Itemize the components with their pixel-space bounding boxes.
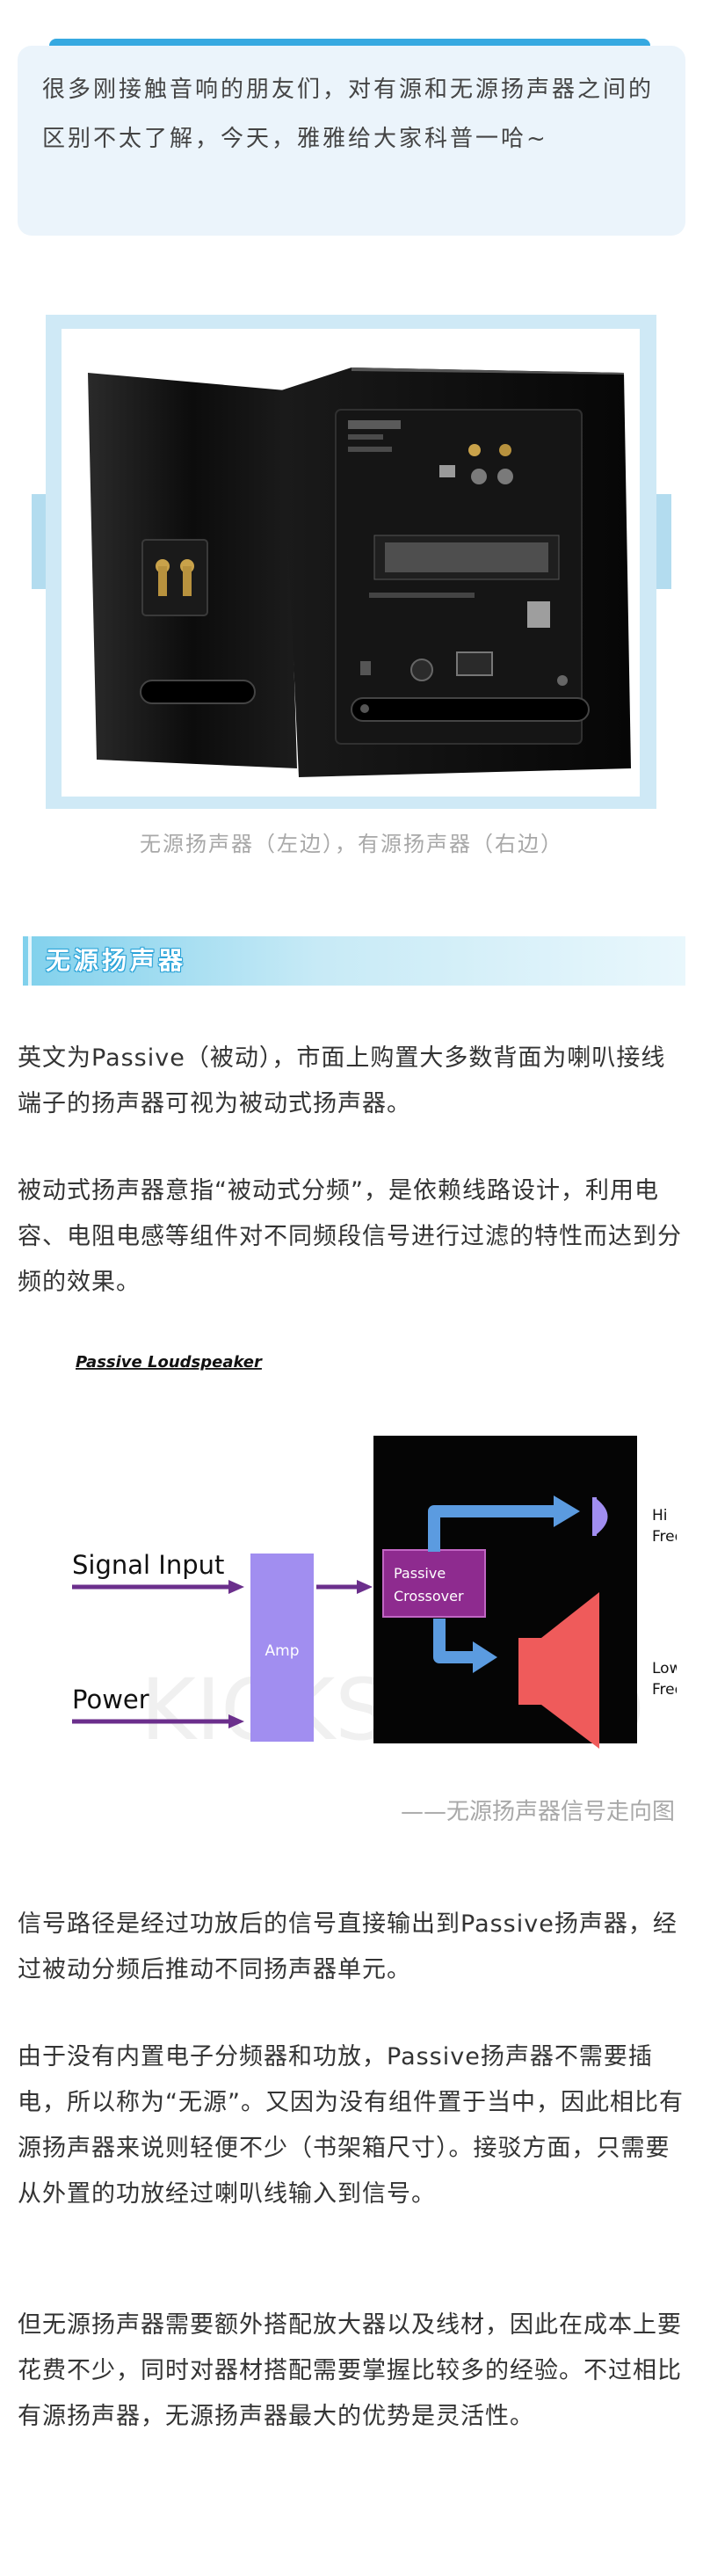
section-heading-marker-secondary (28, 936, 32, 986)
diagram-caption: ——无源扬声器信号走向图 (400, 1799, 675, 1825)
hi-label-line1: Hi (652, 1507, 668, 1524)
amp-to-crossover-arrow (316, 1580, 373, 1594)
woofer-icon (518, 1592, 599, 1749)
paragraph-4: 由于没有内置电子分频器和功放，Passive扬声器不需要插电，所以称为“无源”。… (18, 2043, 684, 2208)
signal-input-label: Signal Input (72, 1550, 224, 1580)
section-heading-marker (18, 936, 23, 986)
speaker-photo (62, 329, 640, 797)
power-arrow (72, 1714, 244, 1728)
crossover-label-line1: Passive (394, 1565, 446, 1582)
hi-frequency-arrow (428, 1495, 580, 1552)
signal-input-arrow (72, 1580, 244, 1594)
passive-speaker (88, 373, 297, 768)
amp-label: Amp (265, 1642, 300, 1660)
intro-card (18, 46, 685, 236)
photo-caption: 无源扬声器（左边），有源扬声器（右边） (140, 832, 563, 856)
section-heading-bar (18, 936, 685, 986)
diagram-title: Passive Loudspeaker (76, 1353, 263, 1372)
intro-text: 很多刚接触音响的朋友们，对有源和无源扬声器之间的区别不太了解，今天，雅雅给大家科… (42, 76, 655, 152)
hi-label-line2: Frequencies (652, 1528, 677, 1546)
low-frequency-arrow (433, 1619, 497, 1673)
paragraph-3: 信号路径是经过功放后的信号直接输出到Passive扬声器，经过被动分频后推动不同… (18, 1910, 678, 1983)
low-label-line1: Low (652, 1660, 677, 1677)
power-label: Power (72, 1685, 149, 1714)
passive-crossover-block (382, 1549, 486, 1618)
paragraph-2: 被动式扬声器意指“被动式分频”，是依赖线路设计，利用电容、电阻电感等组件对不同频… (18, 1177, 682, 1296)
signal-flow-diagram: Passive Loudspeaker KICKSOUND Signal Inp… (62, 1348, 703, 1761)
paragraph-5: 但无源扬声器需要额外搭配放大器以及线材，因此在成本上要花费不少，同时对器材搭配需… (18, 2311, 682, 2430)
tweeter-icon (592, 1497, 608, 1536)
crossover-label-line2: Crossover (394, 1588, 464, 1605)
active-speaker (281, 367, 631, 777)
paragraph-1: 英文为Passive（被动），市面上购置大多数背面为喇叭接线端子的扬声器可视为被… (18, 1044, 666, 1117)
low-label-line2: Frequencies (652, 1681, 677, 1699)
amp-block (250, 1554, 314, 1742)
section-title: 无源扬声器 (46, 946, 187, 975)
